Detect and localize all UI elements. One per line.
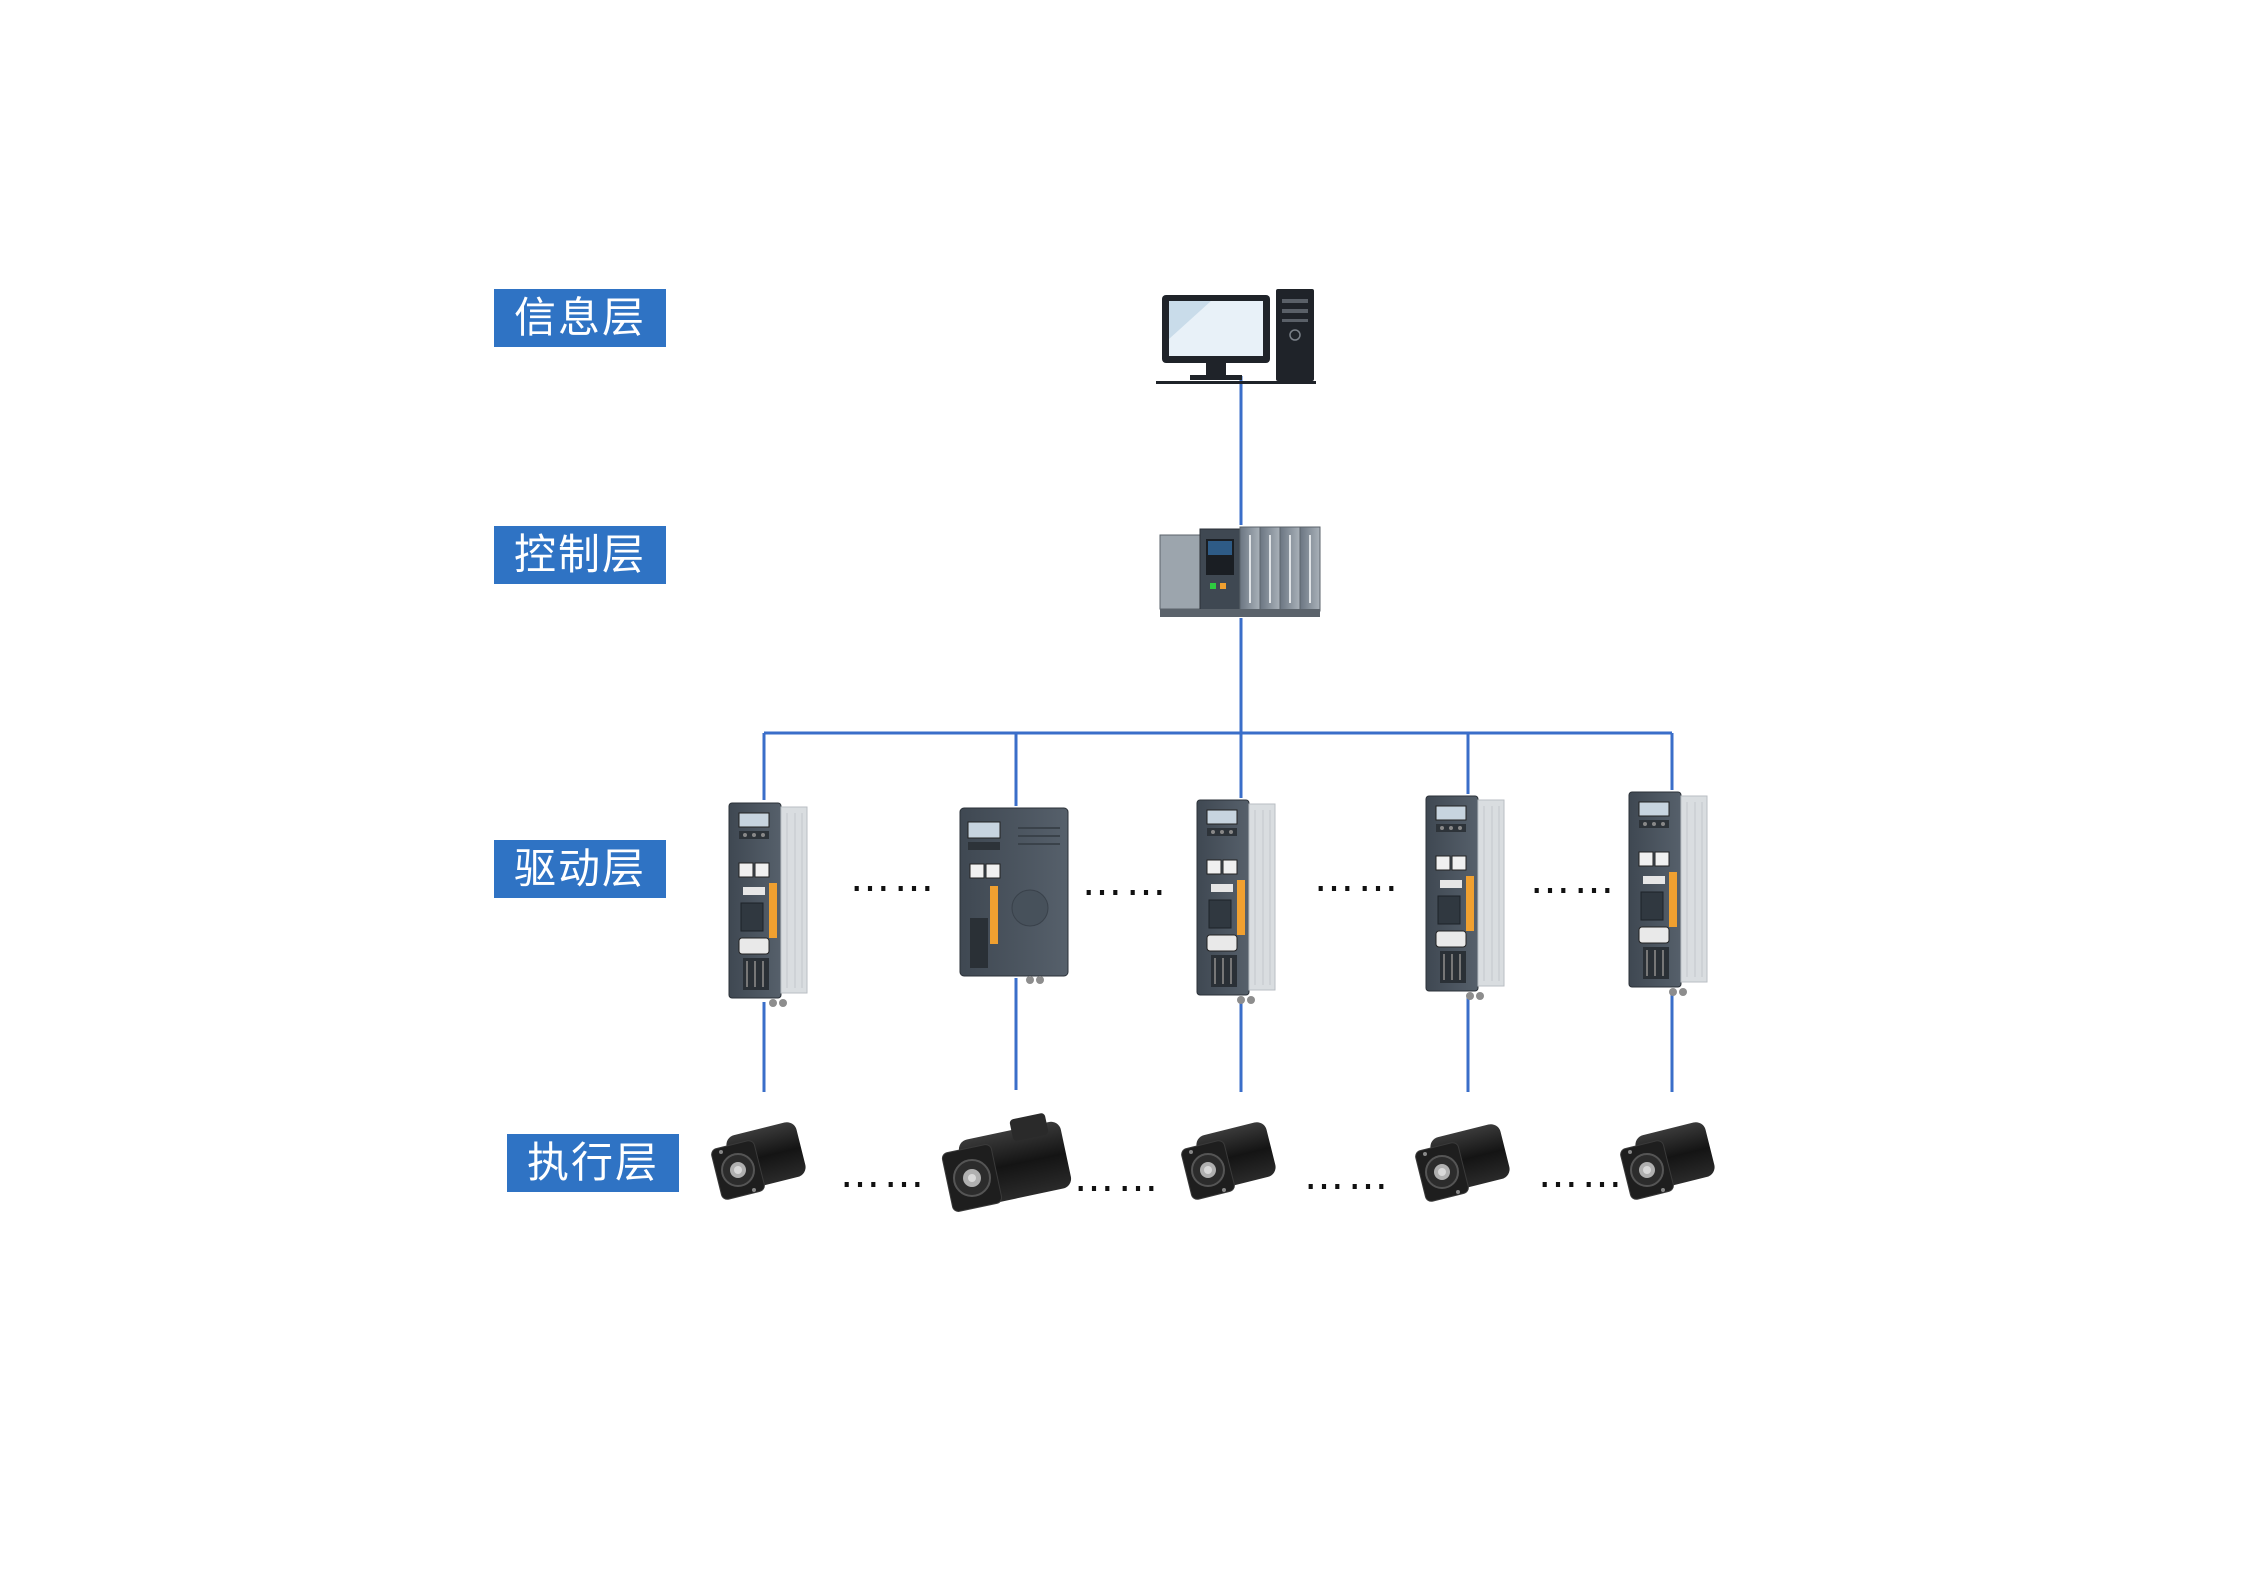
servo-drive-2 [959, 807, 1069, 985]
servo-drive-1 [728, 802, 808, 1008]
servo-drive-4 [1425, 795, 1505, 1001]
label-drive-layer: 驱动层 [494, 840, 666, 898]
label-control-layer: 控制层 [494, 526, 666, 584]
servo-motor-2 [940, 1111, 1074, 1214]
label-actuator-layer: 执行层 [507, 1134, 679, 1192]
ellipsis-motor-2-3: …… [1074, 1155, 1162, 1201]
plc-controller-icon [1159, 526, 1321, 617]
servo-drive-3 [1196, 799, 1276, 1005]
ellipsis-drive-4-5: …… [1530, 857, 1618, 903]
ellipsis-drive-1-2: …… [850, 855, 938, 901]
computer-icon [1156, 289, 1316, 384]
ellipsis-drive-2-3: …… [1082, 859, 1170, 905]
ellipsis-motor-1-2: …… [840, 1151, 928, 1197]
servo-motor-3 [1179, 1119, 1279, 1202]
ellipsis-drive-3-4: …… [1314, 855, 1402, 901]
ellipsis-motor-4-5: …… [1538, 1151, 1626, 1197]
servo-motor-5 [1618, 1119, 1718, 1202]
servo-drive-5 [1628, 791, 1708, 997]
servo-motor-1 [709, 1119, 809, 1202]
label-info-layer: 信息层 [494, 289, 666, 347]
ellipsis-motor-3-4: …… [1304, 1153, 1392, 1199]
connection-lines [762, 376, 1674, 1092]
servo-motor-4 [1413, 1121, 1513, 1204]
